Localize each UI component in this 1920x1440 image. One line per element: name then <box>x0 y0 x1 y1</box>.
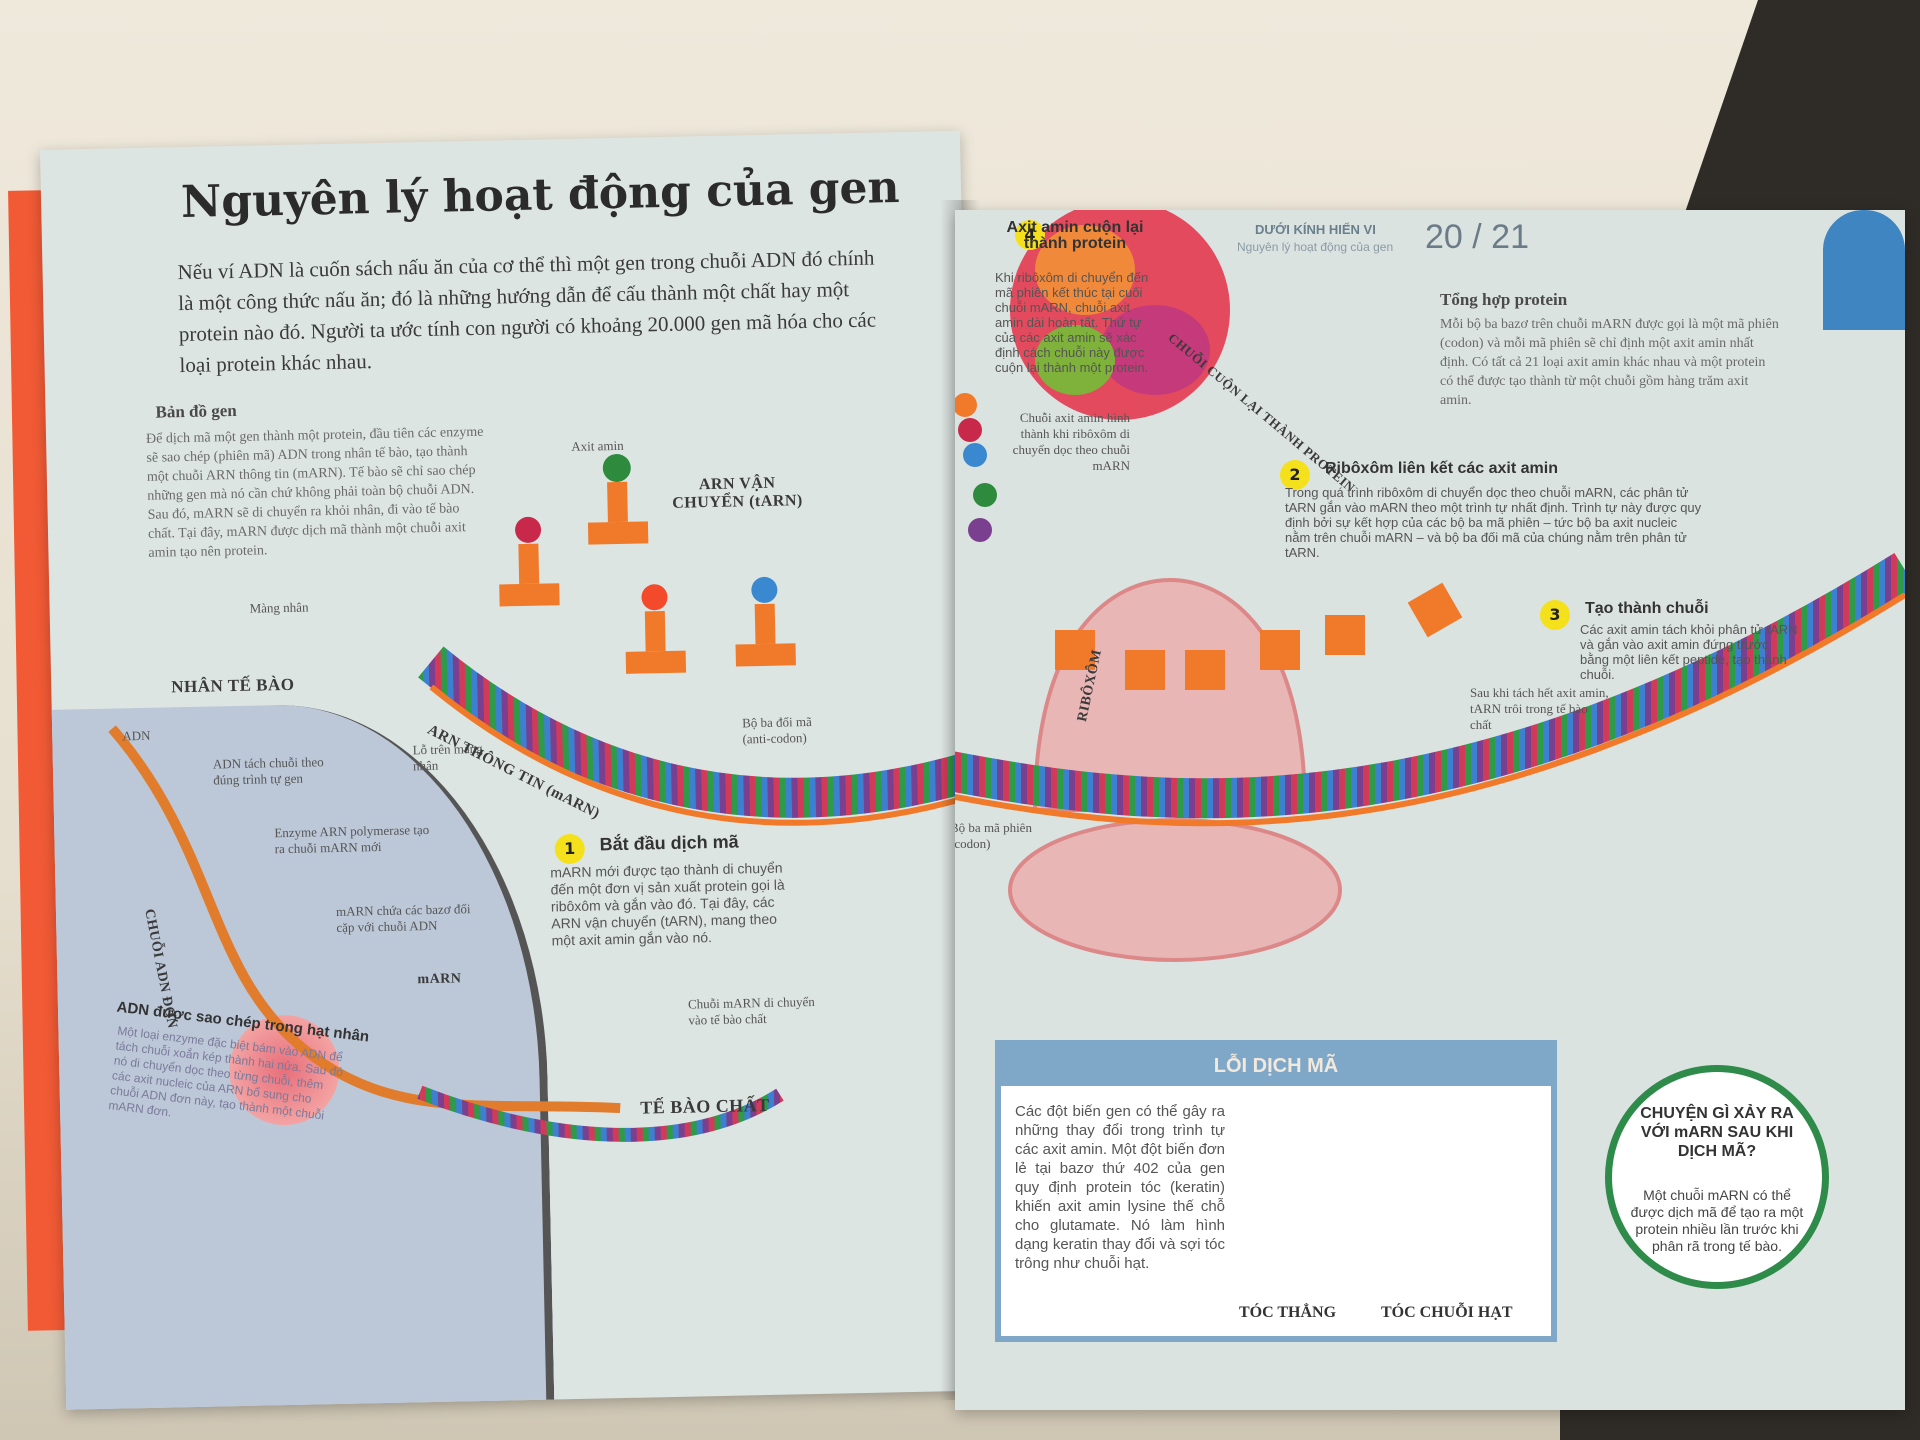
protein-blob <box>1010 210 1230 420</box>
cytoplasm-label: TẾ BÀO CHẤT <box>639 1094 770 1118</box>
mrna-label: mARN <box>417 971 462 988</box>
trna-release-label: Sau khi tách hết axit amin, tARN trôi tr… <box>1470 685 1609 732</box>
mrna-strand-right <box>955 553 1905 819</box>
nuclear-membrane-label: Màng nhân <box>249 599 309 616</box>
amino-chain-label: Chuỗi axit amin hình thành khi ribôxôm d… <box>1012 410 1130 473</box>
polymerase-label: Enzyme ARN polymerase tạo ra chuỗi mARN … <box>274 821 430 857</box>
beaded-hair-caption: TÓC CHUỖI HẠT <box>1381 1304 1513 1321</box>
protein-synthesis-heading: Tổng hợp protein <box>1440 290 1568 309</box>
codon-label: Bộ ba mã phiên (codon) <box>955 820 1032 851</box>
mrna-to-cytoplasm-label: Chuỗi mARN di chuyển vào tế bào chất <box>687 993 815 1028</box>
mrna-orange-backbone-right <box>955 592 1905 827</box>
amino-acid-label: Axit amin <box>571 437 624 454</box>
trna-molecules <box>499 453 796 674</box>
mrna-exit-strand <box>417 1085 784 1142</box>
step-2-text: Trong quá trình ribôxôm di chuyển dọc th… <box>1285 485 1702 560</box>
page-numbers: 20 / 21 <box>1425 218 1529 256</box>
mrna-fate-callout: CHUYỆN GÌ XẢY RA VỚI mARN SAU KHI DỊCH M… <box>1605 1065 1829 1289</box>
step-3-title: Tạo thành chuỗi <box>1585 600 1709 617</box>
step-3-text: Các axit amin tách khỏi phân tử tARN và … <box>1580 622 1798 682</box>
mrna-strand <box>418 646 979 818</box>
step-2-title: Ribôxôm liên kết các axit amin <box>1325 460 1558 477</box>
step-2-badge: 2 <box>1280 460 1310 490</box>
mrna-fate-text: Một chuỗi mARN có thể được dịch mã để tạ… <box>1630 1187 1804 1254</box>
translation-error-text: Các đột biến gen có thể gây ra những tha… <box>1015 1103 1225 1272</box>
translation-error-box: LỖI DỊCH MÃ Các đột biến gen có thể gây … <box>995 1040 1557 1342</box>
section-subtitle: Nguyên lý hoạt động của gen <box>1237 240 1394 254</box>
attached-trna-molecules <box>1055 582 1463 690</box>
step-4-badge: 4 <box>1015 220 1045 250</box>
protein-synthesis-text: Mỗi bộ ba bazơ trên chuỗi mARN được gọi … <box>1440 317 1779 408</box>
translation-error-heading: LỖI DỊCH MÃ <box>1001 1046 1551 1086</box>
ribosome-large-subunit <box>1032 577 1308 812</box>
dna-helix <box>108 725 621 1114</box>
nucleus-label: NHÂN TẾ BÀO <box>171 674 295 697</box>
mrna-bases-label: mARN chứa các bazơ đối cặp với chuỗi ADN <box>335 901 471 935</box>
section-category: DƯỚI KÍNH HIỂN VI <box>1255 222 1376 237</box>
left-diagram <box>108 453 979 1142</box>
straight-hair-caption: TÓC THẲNG <box>1239 1304 1337 1321</box>
dna-label: ADN <box>122 727 151 744</box>
step-4-title: Axit amin cuộn lại thành protein <box>1006 219 1144 252</box>
amino-acid-chain <box>955 393 997 542</box>
left-page: Nguyên lý hoạt động của gen Nếu ví ADN l… <box>40 130 987 1410</box>
right-page: DƯỚI KÍNH HIỂN VI Nguyên lý hoạt động củ… <box>955 210 1905 1410</box>
step-1-text: mARN mới được tạo thành di chuyển đến mộ… <box>550 859 785 949</box>
dna-person-icon <box>1823 210 1905 330</box>
mrna-fate-title: CHUYỆN GÌ XẢY RA VỚI mARN SAU KHI DỊCH M… <box>1640 1105 1794 1160</box>
mrna-orange-backbone <box>429 684 975 826</box>
transfer-rna-label: ARN VẬN CHUYỂN (tARN) <box>672 474 803 512</box>
anticodon-label: Bộ ba đối mã (anti-codon) <box>741 713 812 747</box>
step-4-text: Khi ribôxôm di chuyển đến mã phiên kết t… <box>995 270 1149 375</box>
step-3-badge: 3 <box>1540 600 1570 630</box>
dna-separation-label: ADN tách chuỗi theo đúng trình tự gen <box>212 754 324 788</box>
step-1-title: Bắt đầu dịch mã <box>599 831 739 855</box>
